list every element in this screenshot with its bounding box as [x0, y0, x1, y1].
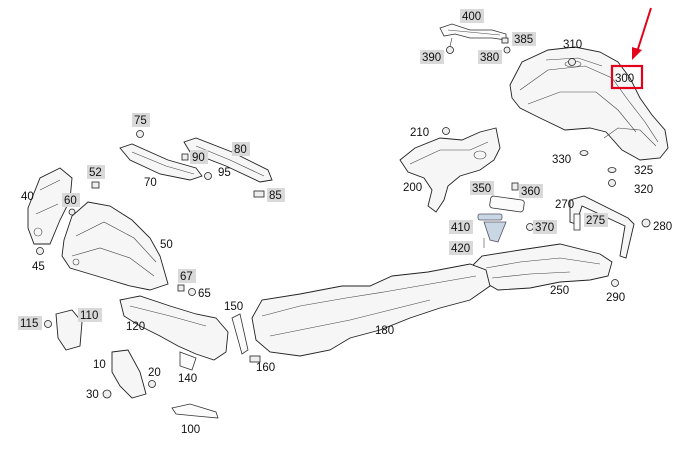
label-420: 420: [451, 243, 470, 255]
part-40-front-shield[interactable]: [27, 167, 73, 245]
part-30-bolt[interactable]: [102, 389, 112, 399]
part-150-strap[interactable]: [231, 313, 249, 355]
part-290-bolt[interactable]: [611, 279, 619, 287]
part-10-mount-bracket[interactable]: [111, 349, 147, 399]
part-90-clip[interactable]: [181, 153, 189, 161]
part-325-washer[interactable]: [607, 167, 617, 173]
label-280: 280: [653, 221, 672, 233]
part-75-bolt[interactable]: [136, 130, 144, 138]
part-350-sensor[interactable]: [477, 195, 525, 221]
label-110: 110: [80, 310, 98, 322]
label-160: 160: [256, 362, 275, 374]
part-95-nut[interactable]: [204, 172, 212, 180]
label-40: 40: [21, 191, 34, 203]
label-140: 140: [178, 373, 197, 385]
label-52: 52: [89, 167, 102, 179]
label-75: 75: [134, 115, 147, 127]
label-300[interactable]: 300: [615, 73, 634, 85]
label-60: 60: [64, 195, 77, 207]
label-20: 20: [148, 367, 161, 379]
label-10: 10: [93, 359, 106, 371]
label-390: 390: [422, 52, 441, 64]
part-115-bolt[interactable]: [44, 320, 52, 328]
label-180: 180: [375, 325, 394, 337]
label-250: 250: [550, 285, 569, 297]
label-50: 50: [160, 239, 173, 251]
label-100: 100: [181, 424, 200, 436]
label-70: 70: [144, 177, 157, 189]
label-120: 120: [126, 321, 145, 333]
part-360-clip[interactable]: [511, 182, 519, 191]
label-410: 410: [451, 222, 470, 234]
label-150: 150: [224, 301, 243, 313]
part-50-engine-heat-shield[interactable]: [61, 201, 169, 291]
part-210-bolt[interactable]: [442, 127, 450, 135]
part-160-clip[interactable]: [249, 355, 261, 363]
part-110-bracket[interactable]: [55, 309, 83, 351]
label-80: 80: [234, 144, 247, 156]
part-330-washer[interactable]: [579, 150, 589, 156]
part-280-bolt[interactable]: [641, 218, 651, 228]
label-210: 210: [410, 127, 429, 139]
label-270: 270: [555, 199, 574, 211]
part-70-heat-shield-strip[interactable]: [119, 143, 203, 181]
label-370: 370: [535, 222, 554, 234]
label-90: 90: [192, 152, 205, 164]
label-380: 380: [480, 52, 499, 64]
label-330: 330: [552, 154, 571, 166]
label-200: 200: [403, 182, 422, 194]
label-385: 385: [514, 34, 533, 46]
label-30: 30: [86, 389, 99, 401]
part-45-nut[interactable]: [36, 247, 44, 255]
part-140-bracket[interactable]: [179, 351, 197, 371]
part-275-bracket[interactable]: [573, 213, 581, 231]
part-385-clip[interactable]: [501, 37, 509, 44]
part-300-rear-heat-shield[interactable]: [509, 46, 669, 161]
part-85-clip[interactable]: [253, 190, 265, 198]
part-180-tunnel-heat-shield[interactable]: [251, 263, 491, 357]
label-65: 65: [198, 288, 211, 300]
part-52-clip[interactable]: [91, 181, 100, 189]
part-120-heat-shield[interactable]: [119, 295, 229, 361]
part-400-bracket[interactable]: [439, 23, 507, 41]
part-390-bolt[interactable]: [446, 37, 454, 54]
label-67: 67: [180, 271, 193, 283]
label-325: 325: [634, 165, 653, 177]
part-370-bolt[interactable]: [526, 223, 534, 231]
label-45: 45: [32, 261, 45, 273]
label-85: 85: [269, 190, 282, 202]
part-100-bracket[interactable]: [171, 403, 219, 419]
part-380-nut[interactable]: [503, 46, 511, 54]
part-250-heat-shield[interactable]: [471, 243, 613, 291]
part-60-nut[interactable]: [68, 208, 76, 216]
highlight-300: [610, 7, 652, 90]
label-275: 275: [586, 215, 605, 227]
label-310: 310: [563, 39, 582, 51]
label-115: 115: [20, 318, 38, 330]
label-350: 350: [472, 183, 491, 195]
part-67-clip[interactable]: [177, 284, 185, 292]
part-310-nut[interactable]: [568, 58, 576, 66]
label-360: 360: [521, 186, 540, 198]
part-20-bolt[interactable]: [148, 380, 156, 388]
part-410-bracket[interactable]: [483, 221, 507, 243]
label-400: 400: [462, 11, 481, 23]
part-320-nut[interactable]: [608, 179, 616, 187]
label-320: 320: [634, 184, 653, 196]
label-95: 95: [218, 167, 231, 179]
part-200-heat-shield[interactable]: [399, 127, 501, 213]
label-290: 290: [606, 292, 625, 304]
part-65-nut[interactable]: [188, 288, 196, 296]
